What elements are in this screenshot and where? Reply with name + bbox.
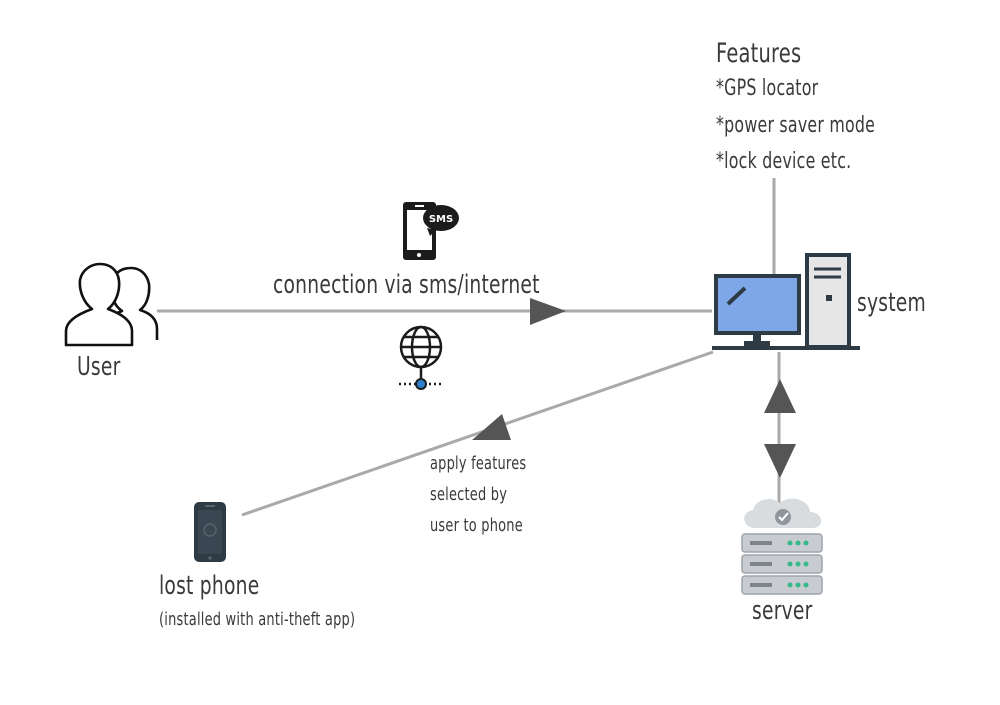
users-icon bbox=[64, 262, 159, 347]
user-label: User bbox=[77, 352, 121, 382]
sms-badge-text: SMS bbox=[429, 214, 453, 225]
globe-network-icon bbox=[399, 325, 443, 390]
system-label: system bbox=[857, 288, 926, 318]
apply-features-line-1: apply features bbox=[430, 453, 527, 474]
sms-phone-icon: SMS bbox=[403, 202, 459, 260]
arrow-up-to-system bbox=[764, 379, 796, 413]
arrow-down-to-server bbox=[764, 444, 796, 478]
lost-phone-label: lost phone bbox=[159, 571, 260, 601]
server-stack-icon bbox=[741, 498, 823, 595]
feature-item-lock: *lock device etc. bbox=[716, 149, 852, 174]
arrow-to-phone bbox=[472, 414, 511, 440]
desktop-computer-icon bbox=[712, 253, 860, 350]
smartphone-icon bbox=[194, 502, 226, 562]
feature-item-gps: *GPS locator bbox=[716, 76, 819, 101]
apply-features-line-2: selected by bbox=[430, 484, 508, 505]
server-label: server bbox=[752, 596, 813, 626]
features-title: Features bbox=[716, 38, 802, 69]
connection-label: connection via sms/internet bbox=[273, 270, 540, 300]
lost-phone-sublabel: (installed with anti-theft app) bbox=[159, 609, 356, 630]
system-phone-line bbox=[241, 350, 714, 517]
feature-item-power-saver: *power saver mode bbox=[716, 113, 876, 138]
apply-features-line-3: user to phone bbox=[430, 515, 523, 536]
arrow-to-system bbox=[530, 298, 566, 325]
